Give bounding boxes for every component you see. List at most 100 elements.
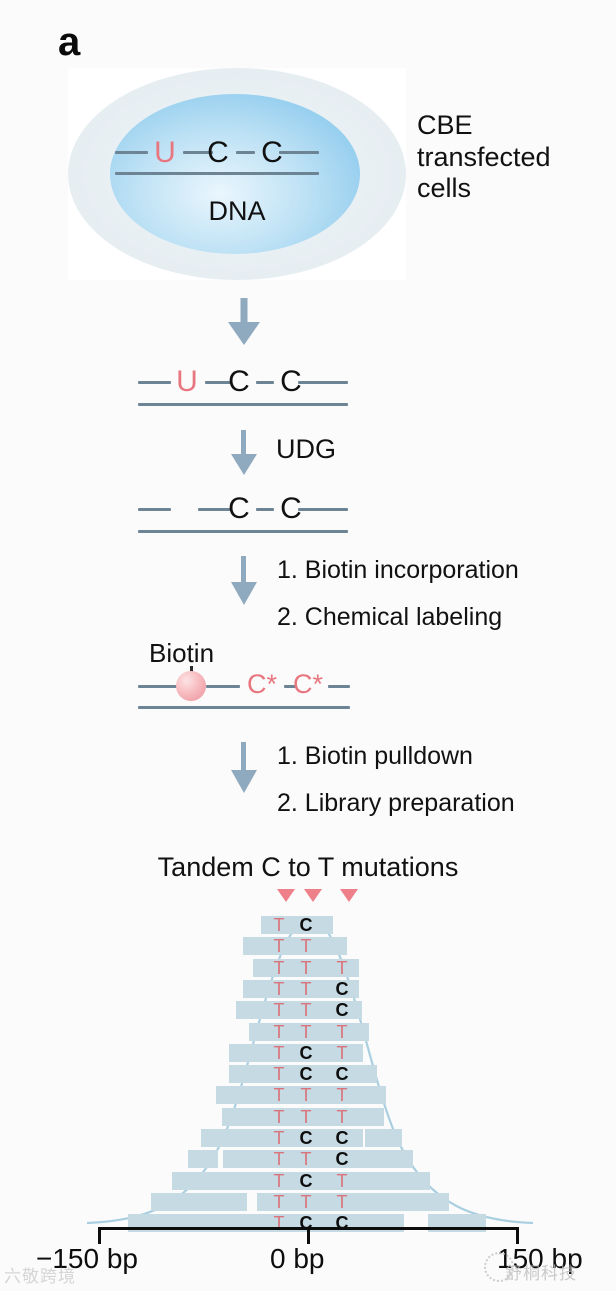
label-line: cells xyxy=(417,173,472,204)
strand-segment xyxy=(298,508,348,511)
step-chemical-labeling: 2. Chemical labeling xyxy=(277,603,503,631)
read-bar xyxy=(253,958,359,977)
mutation-marker-icon xyxy=(304,889,322,902)
read-bar xyxy=(229,1065,377,1084)
read-bar xyxy=(201,1129,363,1147)
read-base-t: T xyxy=(336,1021,348,1042)
read-base-c: C xyxy=(335,978,349,999)
cbe-transfected-cells-label: CBE transfected cells xyxy=(417,110,551,205)
read-base-c: C xyxy=(299,915,313,935)
read-base-t: T xyxy=(300,1000,312,1021)
strand-segment xyxy=(328,685,350,688)
read-base-t: T xyxy=(300,1191,312,1212)
read-bar xyxy=(222,1107,384,1126)
read-base-t: T xyxy=(336,1191,348,1212)
mutation-marker-icon xyxy=(340,889,358,902)
dna-duplex-with-uracil: U C C xyxy=(138,360,353,410)
read-base-t: T xyxy=(300,1021,312,1042)
watermark-logo-icon xyxy=(484,1252,514,1282)
biotin-label: Biotin xyxy=(149,638,215,668)
strand-bottom xyxy=(138,403,348,406)
strand-segment xyxy=(279,151,319,154)
read-base-t: T xyxy=(273,1085,285,1106)
read-bar xyxy=(243,937,347,956)
strand-segment xyxy=(206,685,240,688)
read-base-t: T xyxy=(300,1149,312,1170)
read-bar xyxy=(365,1129,402,1147)
base-c-star: C* xyxy=(246,669,277,699)
read-bar xyxy=(188,1150,218,1169)
read-bar xyxy=(243,979,359,998)
axis-tick-center xyxy=(307,1227,310,1244)
read-base-c: C xyxy=(299,1170,313,1191)
base-c-star: C* xyxy=(292,669,323,699)
read-base-t: T xyxy=(273,1149,285,1170)
read-base-c: C xyxy=(299,1042,313,1063)
read-base-t: T xyxy=(273,1191,285,1212)
read-bar xyxy=(151,1192,247,1211)
read-base-t: T xyxy=(336,957,348,978)
read-base-t: T xyxy=(336,1085,348,1106)
panel-letter: a xyxy=(58,20,80,64)
label-line: CBE xyxy=(417,110,473,140)
read-base-c: C xyxy=(299,1064,313,1085)
flow-arrow-4 xyxy=(231,742,257,793)
read-base-t: T xyxy=(273,1042,285,1063)
mutation-marker-icon xyxy=(277,889,295,902)
dna-duplex-biotinylated: Biotin C* C* xyxy=(138,638,358,712)
base-u: U xyxy=(154,136,176,169)
read-base-t: T xyxy=(300,936,312,957)
flow-arrow-2 xyxy=(231,430,257,475)
read-bar xyxy=(216,1086,386,1105)
strand-segment xyxy=(138,685,178,688)
axis-label-left: −150 bp xyxy=(36,1243,138,1274)
read-bar xyxy=(261,916,333,934)
base-c: C xyxy=(207,136,229,169)
read-base-t: T xyxy=(273,1000,285,1021)
label-line: transfected xyxy=(417,141,551,172)
strand-segment xyxy=(284,685,296,688)
read-base-t: T xyxy=(273,1064,285,1085)
biotin-sphere xyxy=(176,671,206,701)
read-base-t: T xyxy=(273,1170,285,1191)
read-base-t: T xyxy=(273,957,285,978)
strand-segment xyxy=(183,151,213,154)
base-c: C xyxy=(280,492,302,525)
strand-segment xyxy=(256,508,274,511)
step-biotin-incorporation: 1. Biotin incorporation xyxy=(277,556,519,584)
base-c: C xyxy=(228,365,250,398)
read-base-t: T xyxy=(273,936,285,957)
strand-segment xyxy=(115,151,148,154)
flow-arrow-1 xyxy=(228,298,260,345)
read-base-t: T xyxy=(300,1106,312,1127)
dna-duplex-abasic: C C xyxy=(138,487,353,535)
read-bar xyxy=(249,1022,369,1041)
read-base-c: C xyxy=(335,1064,349,1085)
strand-bottom xyxy=(138,530,348,533)
read-base-t: T xyxy=(273,1213,285,1234)
strand-segment xyxy=(198,508,232,511)
read-base-t: T xyxy=(300,957,312,978)
axis-tick-right xyxy=(516,1227,519,1244)
read-base-t: T xyxy=(273,1128,285,1148)
read-base-t: T xyxy=(336,1042,348,1063)
read-base-t: T xyxy=(300,1085,312,1106)
base-c: C xyxy=(228,492,250,525)
step-library-preparation: 2. Library preparation xyxy=(277,789,515,817)
read-base-c: C xyxy=(335,1128,349,1148)
strand-segment xyxy=(205,381,232,384)
strand-bottom xyxy=(115,172,319,175)
strand-segment xyxy=(138,508,171,511)
base-u: U xyxy=(176,365,198,398)
read-base-t: T xyxy=(273,1106,285,1127)
flow-arrow-3 xyxy=(231,556,257,605)
strand-segment xyxy=(256,381,274,384)
strand-bottom xyxy=(138,706,350,709)
cell-illustration: U C C DNA xyxy=(68,68,406,280)
base-c: C xyxy=(261,136,283,169)
axis-tick-left xyxy=(98,1227,101,1244)
read-bar xyxy=(172,1171,430,1190)
read-base-c: C xyxy=(299,1128,313,1148)
axis-label-center: 0 bp xyxy=(270,1243,325,1274)
